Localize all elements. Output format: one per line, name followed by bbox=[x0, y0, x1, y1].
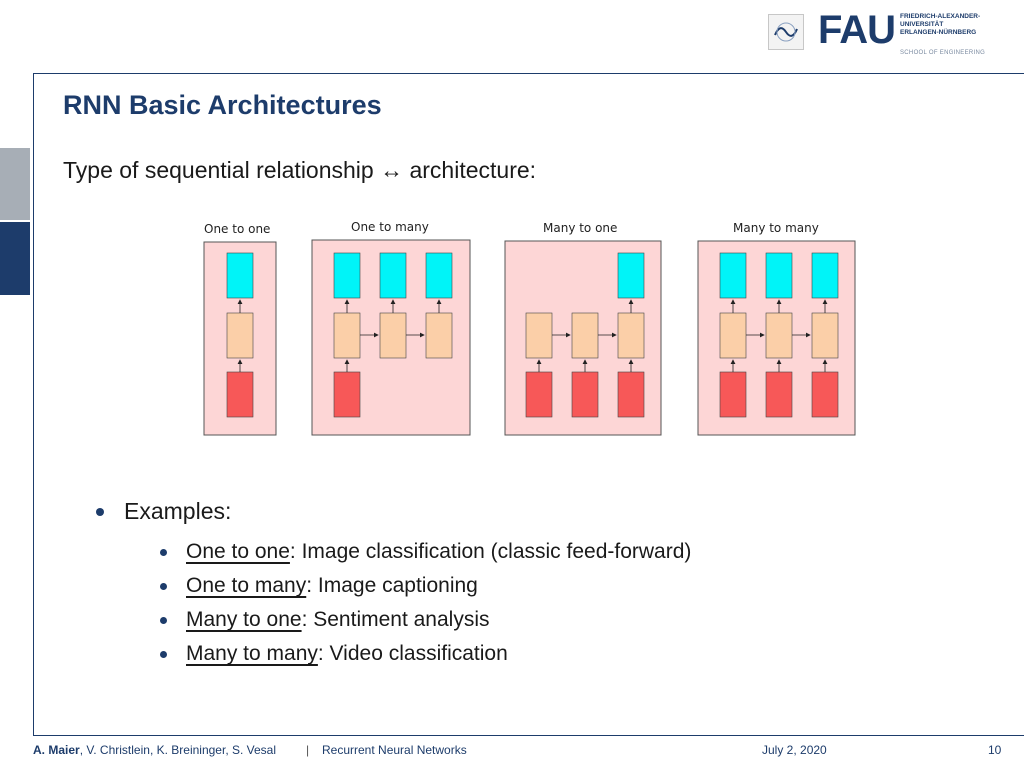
input-node bbox=[333, 371, 361, 418]
example-desc: : Sentiment analysis bbox=[301, 608, 490, 631]
hidden-node bbox=[425, 312, 453, 359]
slide-title: RNN Basic Architectures bbox=[63, 90, 382, 120]
example-desc: : Image classification (classic feed-for… bbox=[289, 540, 692, 563]
hidden-node bbox=[525, 312, 553, 359]
input-node bbox=[571, 371, 599, 418]
bullet-dot-icon bbox=[160, 651, 167, 658]
input-node bbox=[765, 371, 793, 418]
hidden-node bbox=[765, 312, 793, 359]
footer-coauthors: , V. Christlein, K. Breininger, S. Vesal bbox=[79, 743, 277, 757]
university-line-1: FRIEDRICH-ALEXANDER- bbox=[900, 13, 981, 20]
university-line-2: UNIVERSITÄT bbox=[900, 21, 944, 28]
output-node bbox=[765, 252, 793, 299]
input-node bbox=[719, 371, 747, 418]
panel-label-one-to-many: One to many bbox=[351, 220, 429, 234]
panel-label-one-to-one: One to one bbox=[204, 222, 270, 236]
slide-subtitle: Type of sequential relationship ↔ archit… bbox=[63, 157, 537, 183]
university-line-3: ERLANGEN-NÜRNBERG bbox=[900, 29, 977, 36]
footer-separator: | bbox=[306, 743, 310, 757]
bullet-dot-icon bbox=[96, 508, 104, 516]
hidden-node bbox=[617, 312, 645, 359]
output-node bbox=[617, 252, 645, 299]
panel-one-to-many: One to many bbox=[311, 220, 471, 436]
frame-top-line bbox=[33, 73, 1024, 74]
rnn-architecture-diagram: One to one One to many bbox=[200, 215, 860, 445]
hidden-node bbox=[333, 312, 361, 359]
input-node bbox=[525, 371, 553, 418]
footer-course: Recurrent Neural Networks bbox=[322, 743, 467, 757]
footer-lead-author: A. Maier bbox=[33, 743, 80, 757]
example-term: Many to many bbox=[186, 642, 318, 665]
footer-authors: A. Maier, V. Christlein, K. Breininger, … bbox=[33, 743, 276, 757]
panel-one-to-one: One to one bbox=[203, 222, 277, 436]
output-node bbox=[425, 252, 453, 299]
examples-label: Examples: bbox=[124, 498, 232, 524]
panel-many-to-one: Many to one bbox=[504, 221, 662, 436]
input-node bbox=[617, 371, 645, 418]
output-node bbox=[333, 252, 361, 299]
side-tab-gray bbox=[0, 148, 30, 220]
hidden-node bbox=[811, 312, 839, 359]
department-logo-icon bbox=[768, 14, 804, 50]
input-node bbox=[811, 371, 839, 418]
bullet-dot-icon bbox=[160, 549, 167, 556]
output-node bbox=[226, 252, 254, 299]
frame-left-line bbox=[33, 73, 34, 735]
hidden-node bbox=[719, 312, 747, 359]
bullet-dot-icon bbox=[160, 617, 167, 624]
hidden-node bbox=[571, 312, 599, 359]
output-node bbox=[811, 252, 839, 299]
example-desc: : Video classification bbox=[317, 642, 508, 665]
footer-date: July 2, 2020 bbox=[762, 743, 827, 757]
panel-many-to-many: Many to many bbox=[697, 221, 856, 436]
panel-label-many-to-many: Many to many bbox=[733, 221, 819, 235]
example-term: One to many bbox=[186, 574, 307, 597]
frame-bottom-line bbox=[33, 735, 1024, 736]
side-tab-blue bbox=[0, 222, 30, 295]
hidden-node bbox=[379, 312, 407, 359]
panel-label-many-to-one: Many to one bbox=[543, 221, 617, 235]
bullet-dot-icon bbox=[160, 583, 167, 590]
example-desc: : Image captioning bbox=[306, 574, 478, 597]
input-node bbox=[226, 371, 254, 418]
example-term: Many to one bbox=[186, 608, 302, 631]
hidden-node bbox=[226, 312, 254, 359]
university-name: FRIEDRICH-ALEXANDER- UNIVERSITÄT ERLANGE… bbox=[900, 13, 980, 37]
output-node bbox=[719, 252, 747, 299]
fau-logo: FAU bbox=[818, 8, 896, 52]
school-name: SCHOOL OF ENGINEERING bbox=[900, 50, 986, 56]
output-node bbox=[379, 252, 407, 299]
page-number: 10 bbox=[988, 743, 1002, 757]
example-term: One to one bbox=[186, 540, 290, 563]
